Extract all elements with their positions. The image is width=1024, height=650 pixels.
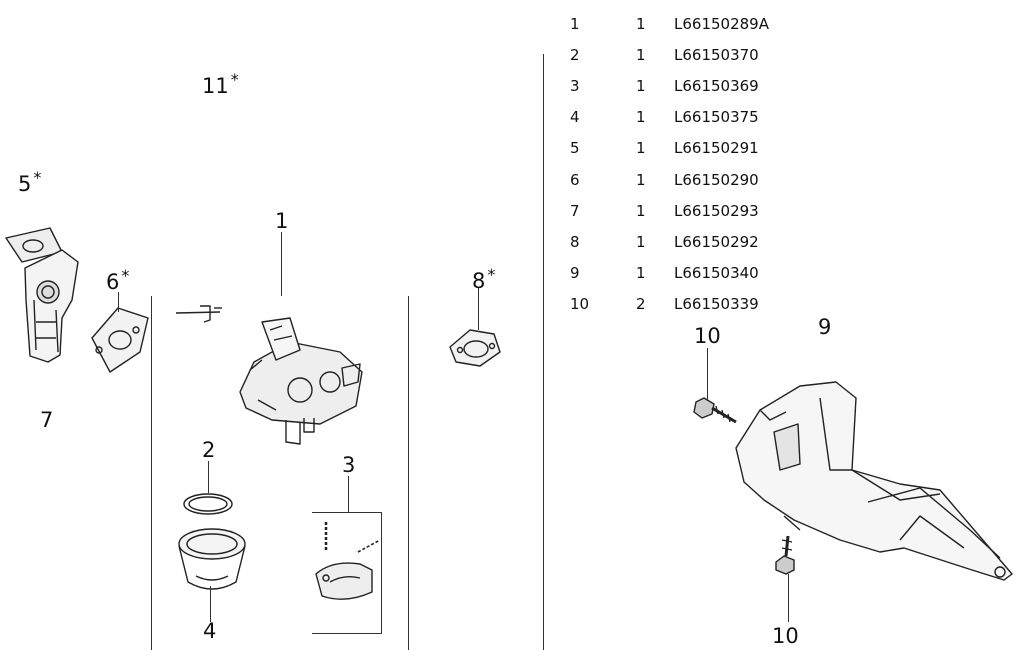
callout-10-lower: 10 — [772, 624, 799, 648]
gasket-6 — [91, 307, 149, 373]
float-bowl — [178, 528, 246, 590]
leader-2 — [208, 461, 209, 493]
choke-rod — [175, 305, 222, 323]
leader-1 — [281, 232, 282, 296]
bracket-3-bottom — [312, 633, 382, 634]
leader-4 — [210, 586, 211, 622]
float-kit — [315, 522, 381, 600]
callout-9: 9 — [818, 315, 832, 339]
callout-2: 2 — [202, 438, 216, 462]
carburetor — [239, 317, 363, 445]
screw-lower — [775, 535, 795, 575]
callout-3: 3 — [342, 453, 356, 477]
callout-6: 6* — [106, 266, 130, 294]
bracket-3-top — [312, 512, 382, 513]
leader-3 — [348, 476, 349, 512]
leader-8 — [478, 288, 479, 330]
leader-10-upper — [707, 348, 708, 400]
callout-10-upper: 10 — [694, 324, 721, 348]
callout-8: 8* — [472, 265, 496, 293]
bracket-with-gasket — [5, 227, 79, 363]
callout-11: 11* — [202, 70, 239, 98]
bracket-3-side — [381, 512, 382, 634]
o-ring — [183, 493, 233, 515]
callout-5: 5* — [18, 168, 42, 196]
leader-10-lower — [788, 574, 789, 622]
divider-right — [543, 54, 544, 650]
callout-4: 4 — [203, 619, 217, 643]
divider-middle — [408, 296, 409, 650]
callout-1: 1 — [275, 209, 289, 233]
screw-upper — [693, 397, 737, 424]
divider-left — [151, 296, 152, 650]
leader-6 — [118, 292, 119, 312]
callout-7: 7 — [40, 408, 54, 432]
deflector-shroud — [735, 381, 1013, 581]
gasket-8 — [449, 329, 501, 367]
